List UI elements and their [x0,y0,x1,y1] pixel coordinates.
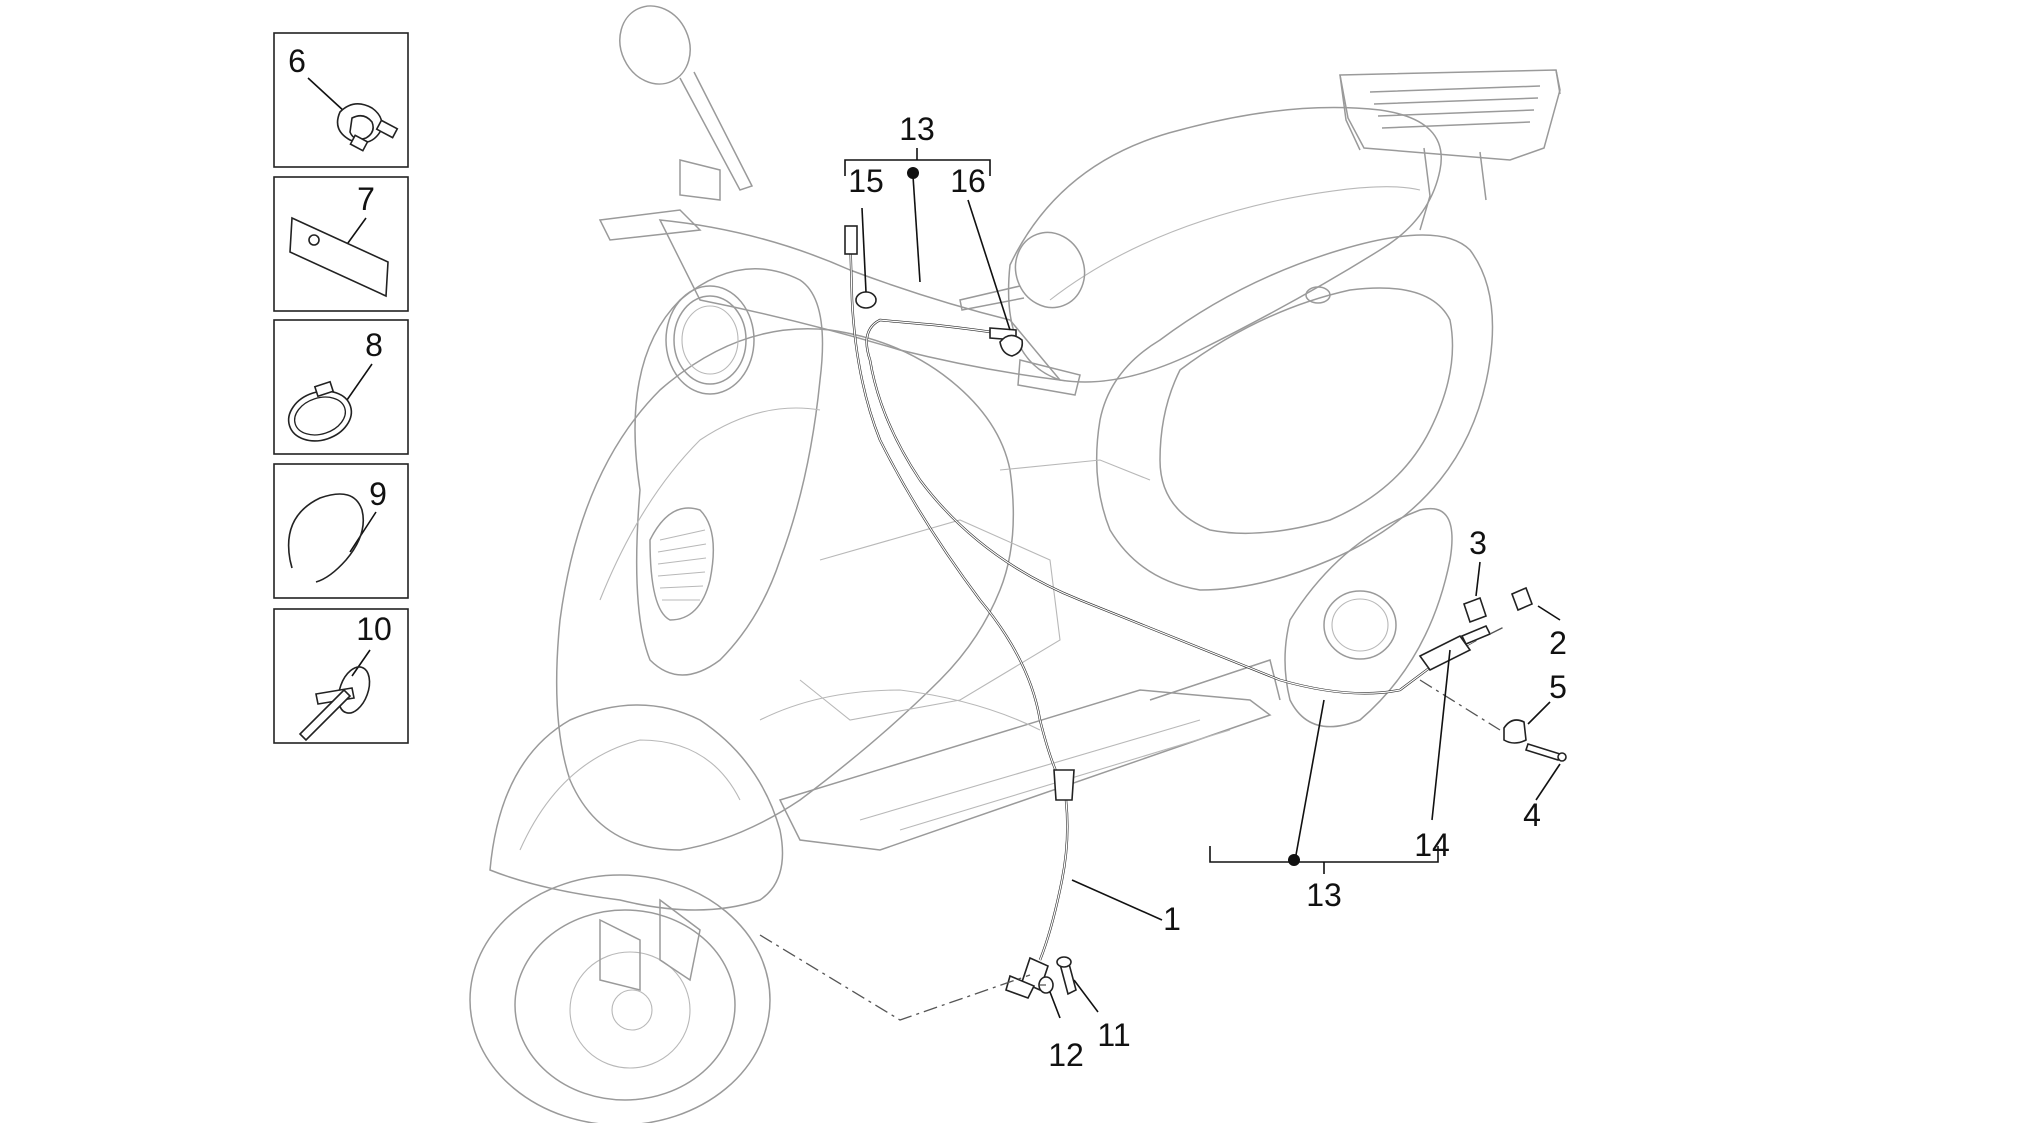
inset-panel-10: 10 [273,608,409,744]
cable-tie-band-part [287,380,353,442]
leader-2 [1537,605,1561,621]
horn-grille [649,507,715,621]
inset-panel-8: 8 [273,319,409,455]
inset-label-9: 9 [369,476,387,512]
callout-bracket-13-top [844,148,991,283]
adjuster-screw-2 [1510,586,1534,612]
callout-2: 2 [1549,625,1567,661]
callout-11: 11 [1097,1017,1130,1053]
callout-4: 4 [1523,797,1541,833]
callout-3: 3 [1469,525,1487,561]
callout-5: 5 [1549,669,1567,705]
leader-11 [1073,979,1099,1013]
headlight [665,285,755,395]
leader-3 [1475,561,1481,597]
left-mirror [619,5,754,191]
assembly-line-front [759,934,1046,1021]
inset-panel-7: 7 [273,176,409,312]
scooter-body [469,5,1561,1123]
front-wheel [469,874,771,1123]
assembly-line-rear-top [1489,625,1507,635]
leader-16 [967,199,1011,331]
wire-clip-part [287,493,365,583]
inset-panel-6: 6 [273,32,409,168]
right-mirror [959,231,1086,311]
callout-16: 16 [950,163,986,199]
hose-clamp-part [336,103,399,152]
cable-tie-part [298,666,371,742]
callout-bracket-13-bottom [1209,699,1439,874]
leader-12 [1049,991,1061,1019]
inset-label-10: 10 [356,611,392,647]
callout-12: 12 [1048,1037,1084,1073]
callout-14: 14 [1414,827,1450,863]
callout-15: 15 [848,163,884,199]
rear-brake-cable [865,318,1492,695]
adjuster-nut-3 [1462,596,1488,624]
leader-14 [1431,649,1451,821]
leader-1 [1071,879,1163,921]
leader-5 [1527,701,1551,725]
screw-11 [1056,956,1077,996]
leader-4 [1535,763,1561,801]
screw-4 [1524,743,1567,762]
callout-1: 1 [1163,901,1181,937]
inset-label-6: 6 [288,43,306,79]
callout-13-top: 13 [899,111,935,147]
inset-label-7: 7 [357,181,375,217]
inset-label-8: 8 [365,327,383,363]
assembly-line-rear [1419,679,1501,731]
leader-15 [861,207,867,293]
adhesive-pad-part [289,216,389,298]
bracket-5 [1503,719,1527,744]
cable-clip-15 [855,291,877,309]
inset-panel-9: 9 [273,463,409,599]
callout-13-bottom: 13 [1306,877,1342,913]
